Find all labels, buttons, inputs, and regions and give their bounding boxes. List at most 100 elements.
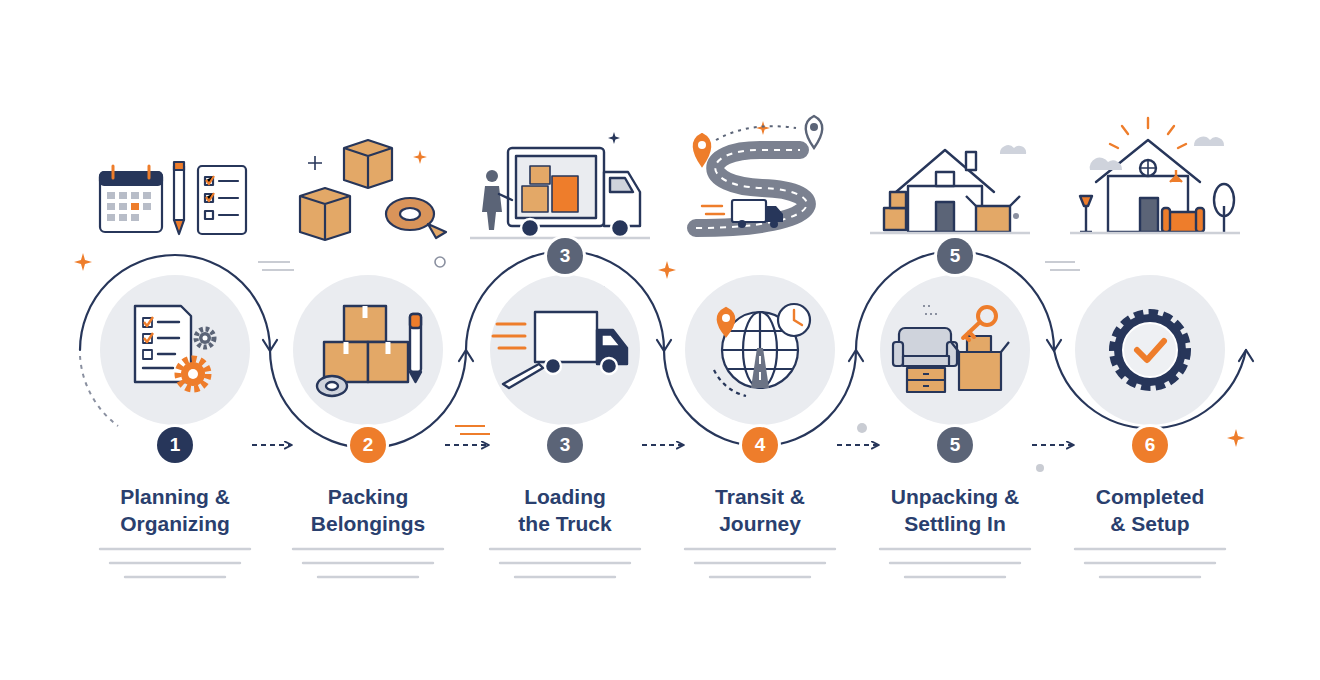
placeholder-lines-part: [100, 549, 250, 577]
truck-ramp-icon-part: [535, 312, 597, 362]
planning-icon-part: [198, 166, 246, 234]
step-circle: [293, 275, 443, 425]
sparkles-part: [857, 423, 867, 433]
sparkles: [74, 121, 1245, 472]
box-stack-icon-part: [317, 376, 347, 396]
globe-transit-icon-part: [718, 308, 735, 336]
step-number-badge: 1: [157, 427, 193, 463]
settling-icon-part: [923, 306, 937, 314]
placeholder-lines-part: [685, 549, 835, 577]
loading-icon-part: [611, 219, 629, 237]
step-number: 1: [170, 434, 181, 456]
loading-icon-part: [482, 186, 502, 230]
box-stack-icon-part: [410, 372, 421, 382]
plan-document-icon-part: [143, 318, 152, 327]
flow-connector: [642, 444, 683, 446]
flow-connector: [837, 444, 878, 446]
box-stack-icon-part: [324, 342, 368, 382]
settling-icon-part: [967, 336, 991, 352]
route-icon-part: [694, 134, 711, 166]
planning-icon-part-part: [143, 203, 151, 210]
globe-transit-icon-part: [722, 314, 730, 322]
home-icon-part: [1080, 196, 1092, 206]
settling-icon: [893, 306, 1009, 392]
packing-icon-part: [344, 140, 392, 188]
route-icon-part: [766, 206, 783, 222]
planning-icon-part-part: [143, 192, 151, 199]
step-node: 5Unpacking & Settling In: [880, 272, 1030, 464]
flow-connector: [445, 444, 488, 446]
flow-arc: [80, 251, 1253, 448]
step-number: 2: [363, 434, 374, 456]
plan-document-icon-part: [144, 333, 153, 342]
loading-icon-part: [486, 170, 498, 182]
sparkles-part: [658, 261, 676, 279]
globe-transit-icon-part: [722, 312, 798, 388]
truck-ramp-icon-part: [601, 358, 617, 374]
settling-icon-part: [903, 356, 949, 366]
flow-arc-part: [80, 251, 1246, 448]
home-icon-part: [1090, 158, 1122, 170]
flow-arc-part: [1239, 350, 1253, 361]
step-circle: [880, 275, 1030, 425]
planning-icon-part-part: [107, 192, 115, 199]
complete-badge-icon: [1114, 314, 1186, 386]
callout-badge: 3: [547, 238, 583, 274]
placeholder-lines-part: [293, 549, 443, 577]
arrival-house-icon-part: [870, 232, 1030, 234]
plan-document-icon-part: [143, 350, 152, 359]
sparkles-part: [1036, 464, 1044, 472]
plan-document-icon-part: [178, 359, 208, 389]
callout-badge: 5: [937, 238, 973, 274]
plan-document-icon-part: [196, 329, 214, 347]
planning-icon-part-part: [119, 214, 127, 221]
plan-document-icon: [135, 306, 214, 389]
sparkles-part: [74, 253, 92, 271]
box-stack-icon-part: [363, 306, 368, 318]
flow-arc-part: [459, 350, 473, 361]
planning-icon-part: [206, 176, 214, 184]
box-stack-icon-part: [344, 306, 386, 342]
settling-icon-part: [907, 368, 945, 392]
placeholder-lines-part: [880, 549, 1030, 577]
settling-icon-part: [978, 307, 996, 325]
packing-icon-part: [428, 224, 446, 238]
flow-arc-part: [657, 340, 671, 351]
step-node: 4Transit & Journey: [685, 272, 835, 464]
home-icon-part: [1162, 208, 1170, 232]
planning-icon-part-part: [131, 214, 139, 221]
globe-transit-icon-part: [794, 310, 802, 325]
step-label: Transit & Journey: [685, 483, 835, 537]
loading-icon-part: [516, 156, 596, 218]
home-icon: [1070, 118, 1240, 233]
step-node: 2Packing Belongings: [293, 272, 443, 464]
planning-icon-part: [174, 166, 184, 220]
truck-ramp-icon-part: [597, 330, 627, 364]
packing-icon-part: [344, 148, 392, 188]
arrival-house-icon-part: [966, 152, 976, 170]
sparkles-part: [413, 150, 427, 164]
arrival-house-icon-part: [966, 196, 1020, 206]
step-number: 4: [755, 434, 766, 456]
route-icon-part: [810, 123, 818, 131]
route-icon-part: [738, 220, 746, 228]
loading-icon-part: [508, 148, 604, 226]
route-icon-part: [770, 220, 778, 228]
truck-ramp-icon-part: [545, 358, 561, 374]
planning-icon-part-part: [107, 214, 115, 221]
planning-icon-part-part: [107, 203, 115, 210]
plan-document-icon-part: [181, 362, 205, 386]
planning-icon-part: [174, 220, 184, 234]
step-label: Loading the Truck: [510, 483, 620, 537]
flow-arc-part: [263, 340, 277, 351]
globe-transit-icon-part: [722, 312, 798, 388]
step-label: Packing Belongings: [293, 483, 443, 537]
complete-badge-icon-part: [1137, 341, 1164, 360]
step-node: 1Planning & Organizing: [100, 272, 250, 464]
arrival-house-icon-part: [908, 186, 982, 232]
sparkles-part: [308, 156, 322, 170]
loading-icon-part: [499, 194, 512, 200]
plan-document-icon-part: [199, 332, 211, 344]
settling-icon-part: [899, 328, 951, 356]
step-circle: [1075, 275, 1225, 425]
